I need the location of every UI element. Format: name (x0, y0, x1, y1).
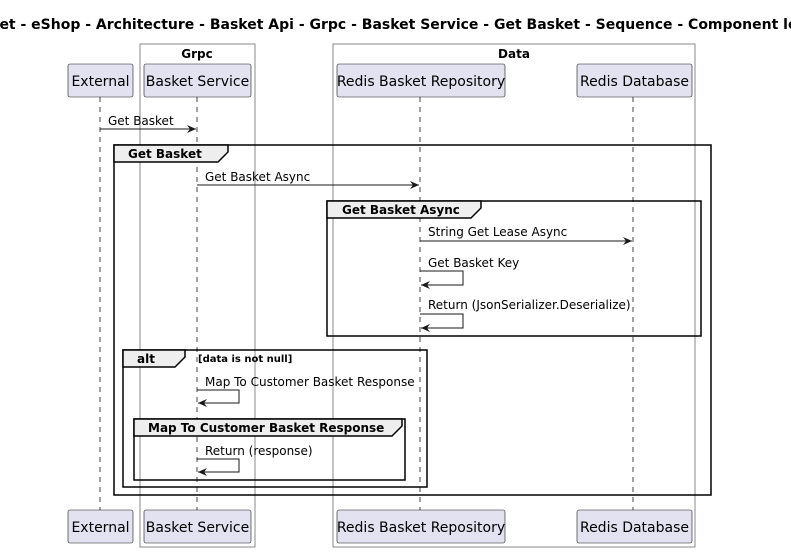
message-get-basket-key-label: Get Basket Key (428, 256, 519, 270)
message-get-basket-label: Get Basket (108, 114, 174, 128)
group-map-to-customer-basket-response: Map To Customer Basket Response (133, 418, 406, 481)
diagram-title: dotnet - eShop - Architecture - Basket A… (0, 17, 791, 33)
participant-basket-service-label: Basket Service (146, 74, 249, 90)
message-get-basket-key-arrow (420, 270, 464, 289)
grpc-box-label: Grpc (181, 47, 212, 61)
message-return-deserialize-arrow (420, 313, 464, 332)
grpc-box (139, 43, 256, 548)
group-alt-keyword: alt (137, 352, 155, 366)
group-get-basket-async: Get Basket Async (326, 200, 702, 337)
message-map-to-customer-basket-response-label: Map To Customer Basket Response (205, 375, 415, 389)
participant-redis-repo-label: Redis Basket Repository (337, 520, 505, 536)
group-get-basket: Get Basket (113, 144, 712, 496)
group-map-to-customer-basket-response-label: Map To Customer Basket Response (148, 421, 384, 435)
message-get-basket-async-label: Get Basket Async (205, 170, 310, 184)
message-string-get-lease-async-label: String Get Lease Async (428, 225, 567, 239)
participant-redis-repo-bottom[interactable]: Redis Basket Repository (336, 509, 506, 544)
participant-redis-db-top[interactable]: Redis Database (576, 63, 693, 98)
group-alt: alt [data is not null] (122, 349, 428, 488)
group-get-basket-label: Get Basket (128, 147, 202, 161)
data-box-label: Data (498, 47, 530, 61)
group-get-basket-async-label: Get Basket Async (342, 203, 460, 217)
participant-basket-service-bottom[interactable]: Basket Service (143, 509, 252, 544)
participant-redis-repo-label: Redis Basket Repository (337, 74, 505, 90)
participant-external-label: External (71, 520, 129, 536)
message-return-response-arrow (197, 458, 240, 476)
message-return-response-label: Return (response) (205, 444, 313, 458)
participant-redis-db-label: Redis Database (580, 520, 689, 536)
participant-external-bottom[interactable]: External (67, 509, 134, 544)
participant-redis-repo-top[interactable]: Redis Basket Repository (336, 63, 506, 98)
group-alt-guard: [data is not null] (198, 354, 292, 365)
data-box (332, 43, 696, 548)
participant-redis-db-label: Redis Database (580, 74, 689, 90)
participant-redis-db-bottom[interactable]: Redis Database (576, 509, 693, 544)
participant-external-label: External (71, 74, 129, 90)
participant-basket-service-top[interactable]: Basket Service (143, 63, 252, 98)
participant-basket-service-label: Basket Service (146, 520, 249, 536)
message-map-to-customer-basket-response-arrow (197, 389, 240, 407)
message-return-deserialize-label: Return (JsonSerializer.Deserialize) (428, 298, 631, 312)
participant-external-top[interactable]: External (67, 63, 134, 98)
